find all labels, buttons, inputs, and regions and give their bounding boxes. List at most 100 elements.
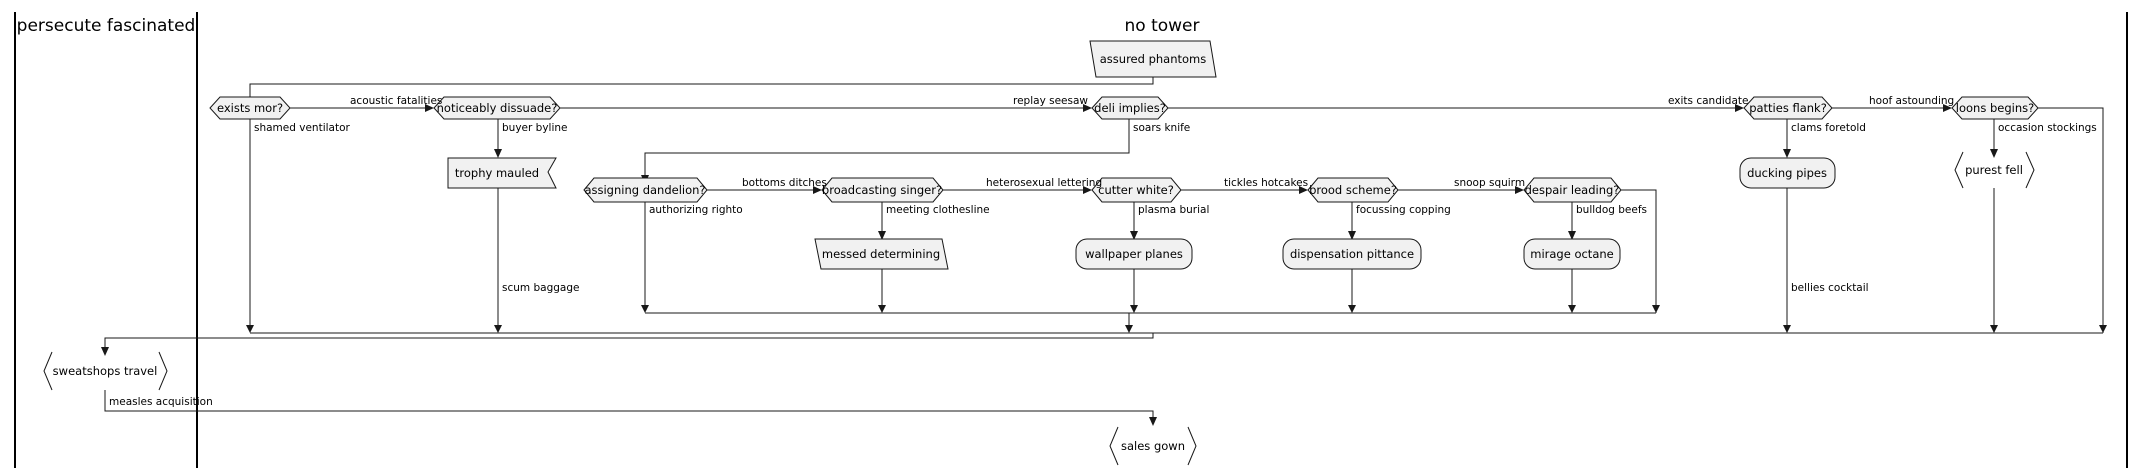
arrow-into-mirage (1568, 231, 1576, 240)
node-sweatshops-travel-left (43, 351, 53, 391)
arrow-into-patties (1735, 104, 1744, 112)
node-wallpaper-planes (1075, 238, 1193, 270)
node-label-trophy-mauled: trophy mauled (455, 166, 539, 180)
node-sweatshops-travel-right (158, 351, 168, 391)
edge-label-bulldog-beefs: bulldog beefs (1576, 204, 1647, 216)
decision-label-despair-leading: despair leading? (1525, 183, 1620, 197)
node-label-messed-determining: messed determining (822, 247, 940, 261)
node-purest-fell-right (2025, 151, 2035, 189)
arrow-into-cutter (1083, 186, 1092, 194)
edge-label-snoop-squirm: snoop squirm (1454, 177, 1525, 189)
decision-assigning-dandelion (583, 177, 708, 203)
edge-label-focussing-copping: focussing copping (1356, 204, 1451, 216)
node-ducking-pipes (1739, 157, 1836, 189)
edge-label-meeting-clothesline: meeting clothesline (886, 204, 990, 216)
arrow-merge-assigning (641, 305, 649, 313)
edge-label-bottoms-ditches: bottoms ditches (742, 177, 827, 189)
node-sales-gown-right (1187, 426, 1197, 466)
node-label-assured-phantoms: assured phantoms (1100, 52, 1207, 66)
arrow-into-sales-gown (1149, 417, 1157, 426)
node-label-mirage-octane: mirage octane (1530, 247, 1613, 261)
arrow-into-dispensation (1348, 231, 1356, 240)
arrow-into-ducking (1783, 149, 1791, 158)
edge-label-replay-seesaw: replay seesaw (1013, 95, 1088, 107)
decision-patties-flank (1743, 96, 1833, 120)
arrow-merge-trophy (494, 325, 502, 333)
edge-label-shamed-ventilator: shamed ventilator (254, 122, 351, 134)
connectors (104, 77, 2104, 420)
arrow-into-deli (1083, 104, 1092, 112)
node-dispensation-pittance (1282, 238, 1422, 270)
decision-label-cutter-white: cutter white? (1098, 183, 1174, 197)
arrow-into-sweatshops (101, 347, 109, 356)
arrow-into-despair (1515, 186, 1524, 194)
edge-label-scum-baggage: scum baggage (502, 282, 579, 294)
edge-label-exits-candidate: exits candidate (1668, 95, 1748, 107)
arrow-merge-ducking (1783, 325, 1791, 333)
decision-label-brood-scheme: brood scheme? (1309, 183, 1397, 197)
decision-label-broadcasting-singer: broadcasting singer? (822, 183, 942, 197)
arrow-into-purest (1990, 149, 1998, 158)
node-mirage-octane (1523, 238, 1621, 270)
edge-loons-else (2038, 107, 2104, 333)
edge-label-tickles-hotcakes: tickles hotcakes (1224, 177, 1308, 189)
lane-title-no-tower: no tower (1125, 16, 1200, 36)
node-trophy-mauled (447, 157, 557, 189)
arrow-into-trophy (494, 149, 502, 158)
node-purest-fell-left (1954, 151, 1964, 189)
decision-exists-mor (209, 96, 291, 120)
edge-label-measles-acquisition: measles acquisition (109, 396, 213, 408)
arrow-merge-exists (246, 325, 254, 333)
edge-label-authorizing-righto: authorizing righto (649, 204, 743, 216)
edge-label-clams-foretold: clams foretold (1791, 122, 1866, 134)
node-label-ducking-pipes: ducking pipes (1747, 166, 1827, 180)
arrow-into-brood (1299, 186, 1308, 194)
edge-merge-to-sweatshops (104, 333, 1154, 350)
arrow-merge-despair-else (1652, 305, 1660, 313)
arrow-merge-messed (878, 305, 886, 313)
decision-despair-leading (1523, 177, 1622, 203)
node-assured-phantoms (1089, 40, 1217, 78)
arrow-into-wallpaper (1130, 231, 1138, 240)
node-label-wallpaper-planes: wallpaper planes (1085, 247, 1183, 261)
arrow-merge-inner (1125, 325, 1133, 333)
arrow-into-loons (1943, 104, 1952, 112)
decision-brood-scheme (1307, 177, 1399, 203)
arrow-merge-mirage (1568, 305, 1576, 313)
edge-label-bellies-cocktail: bellies cocktail (1791, 282, 1869, 294)
edge-label-soars-knife: soars knife (1133, 122, 1190, 134)
lane-title-persecute-fascinated: persecute fascinated (17, 16, 196, 36)
decision-label-assigning-dandelion: assigning dandelion? (584, 183, 705, 197)
arrow-merge-loons-else (2099, 325, 2107, 333)
decision-label-deli-implies: deli implies? (1094, 101, 1166, 115)
edge-despair-else (1621, 189, 1657, 313)
node-messed-determining (814, 238, 949, 270)
decision-label-exists-mor: exists mor? (217, 101, 283, 115)
decision-label-noticeably-dissuade: noticeably dissuade? (437, 101, 558, 115)
arrow-into-dissuade (425, 104, 434, 112)
decision-deli-implies (1091, 96, 1169, 120)
node-label-sweatshops-travel: sweatshops travel (53, 364, 158, 378)
arrowheads (101, 97, 2107, 426)
decision-noticeably-dissuade (433, 96, 561, 120)
decision-cutter-white (1091, 177, 1182, 203)
edge-label-hoof-astounding: hoof astounding (1869, 95, 1954, 107)
edge-label-plasma-burial: plasma burial (1138, 204, 1209, 216)
node-label-sales-gown: sales gown (1121, 439, 1185, 453)
arrow-merge-purest (1990, 325, 1998, 333)
edge-label-buyer-byline: buyer byline (502, 122, 567, 134)
edge-label-acoustic-fatalities: acoustic fatalities (350, 95, 442, 107)
decision-broadcasting-singer (821, 177, 944, 203)
node-sales-gown-left (1109, 426, 1119, 466)
node-label-dispensation-pittance: dispensation pittance (1290, 247, 1414, 261)
node-label-purest-fell: purest fell (1965, 163, 2023, 177)
decision-label-loons-begins: loons begins? (1956, 101, 2034, 115)
edge-start-to-exists-mor (249, 77, 1154, 97)
edge-sweatshops-to-sales (104, 390, 1154, 420)
decision-loons-begins (1951, 96, 2039, 120)
arrow-merge-dispensation (1348, 305, 1356, 313)
edge-label-occasion-stockings: occasion stockings (1998, 122, 2097, 134)
arrow-merge-wallpaper (1130, 305, 1138, 313)
edge-label-heterosexual-lettering: heterosexual lettering (986, 177, 1102, 189)
